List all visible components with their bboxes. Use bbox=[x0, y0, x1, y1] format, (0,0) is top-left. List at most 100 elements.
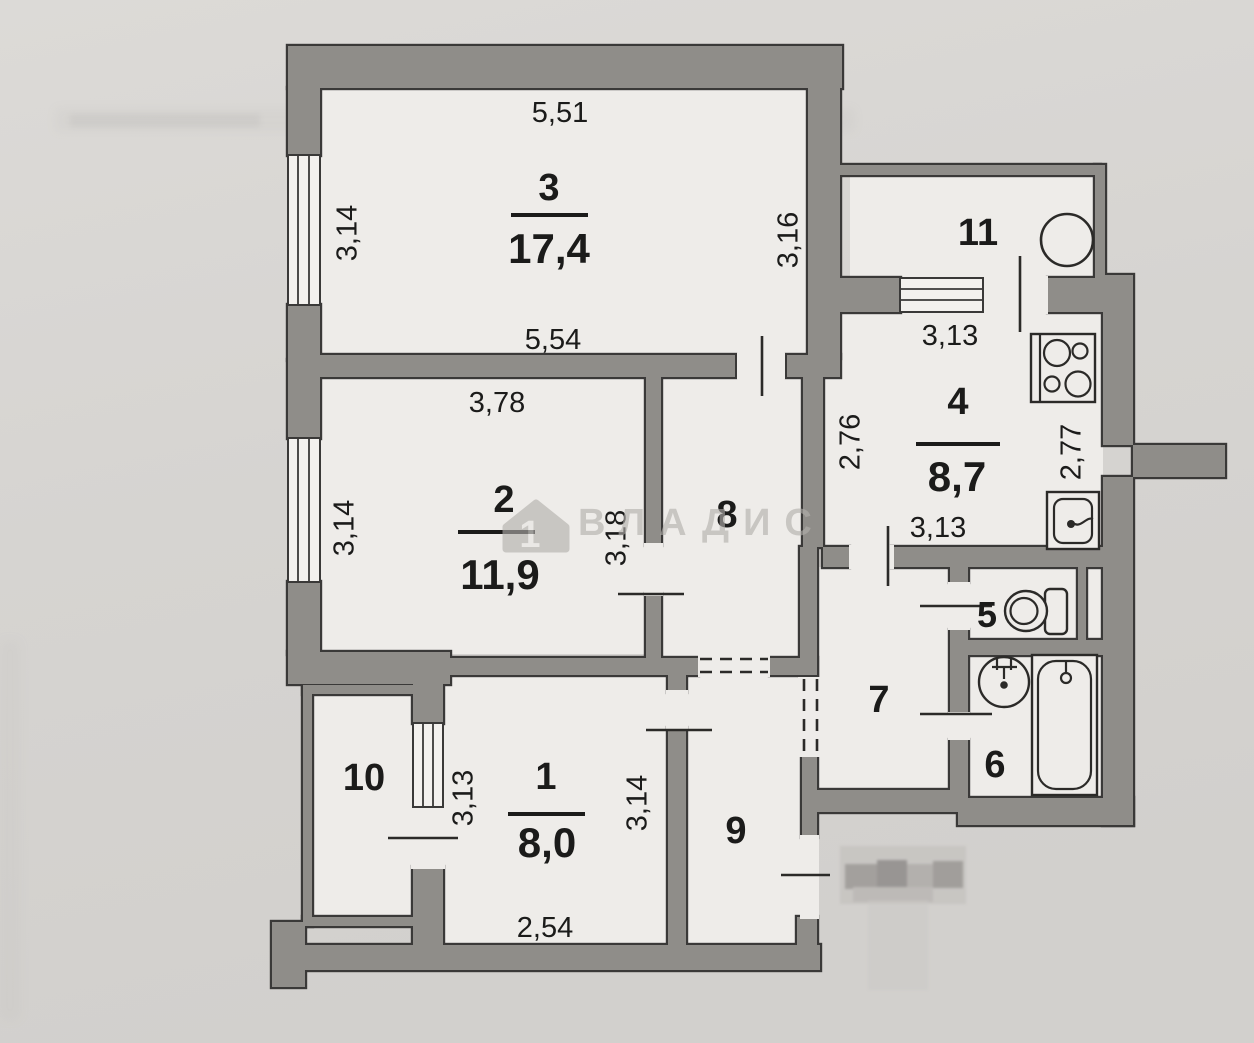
room1-dim-right: 3,14 bbox=[622, 775, 654, 831]
wall-segment bbox=[413, 654, 443, 723]
room9-number: 9 bbox=[725, 810, 746, 852]
room11-number: 11 bbox=[958, 212, 998, 254]
wall-segment bbox=[1048, 278, 1107, 312]
wall-segment bbox=[1095, 165, 1105, 278]
wall-segment bbox=[817, 790, 967, 812]
room4-dim-bottom: 3,13 bbox=[910, 512, 966, 544]
wall-segment bbox=[808, 88, 840, 358]
wall-segment bbox=[413, 867, 443, 947]
house-icon bbox=[502, 499, 570, 553]
wall-segment bbox=[800, 547, 817, 675]
window-room3-left bbox=[287, 154, 321, 306]
wall-segment bbox=[646, 377, 661, 545]
wall-segment bbox=[802, 757, 817, 837]
room4-number: 4 bbox=[947, 381, 968, 423]
room-interior bbox=[661, 377, 803, 658]
wall-segment bbox=[303, 945, 820, 970]
door-opening bbox=[800, 835, 819, 919]
room-interior bbox=[443, 675, 668, 947]
door-opening bbox=[666, 690, 688, 730]
room10-number: 10 bbox=[343, 757, 385, 799]
room1-dim-left: 3,13 bbox=[448, 770, 480, 826]
room-interior bbox=[817, 567, 950, 790]
wall-segment bbox=[272, 922, 305, 987]
room3-dim-bottom: 5,54 bbox=[525, 324, 581, 356]
room4-area: 8,7 bbox=[928, 453, 986, 500]
room4-dim-top: 3,13 bbox=[922, 320, 978, 352]
wall-segment bbox=[646, 594, 661, 658]
wall-segment bbox=[668, 673, 686, 692]
room4-dim-left: 2,76 bbox=[835, 414, 867, 470]
watermark: 1 ВЛАДИС bbox=[502, 499, 826, 556]
scan-artifact bbox=[0, 640, 20, 1020]
room8-number: 8 bbox=[716, 494, 737, 536]
room3-dim-top: 5,51 bbox=[532, 97, 588, 129]
wall-segment bbox=[1103, 275, 1133, 445]
wall-segment bbox=[823, 547, 849, 567]
room-interior bbox=[850, 175, 1095, 278]
wall-segment bbox=[288, 360, 320, 438]
room7-number: 7 bbox=[868, 679, 889, 721]
room3-number: 3 bbox=[538, 167, 559, 209]
room-interior bbox=[320, 377, 646, 654]
room3-dim-left: 3,14 bbox=[332, 205, 364, 261]
window-room2-left bbox=[287, 437, 321, 583]
wall-segment bbox=[1078, 565, 1086, 640]
room2-dim-right: 3,18 bbox=[601, 510, 633, 566]
window-kitchen-balcony bbox=[899, 277, 984, 313]
kitchen-sink-icon bbox=[1045, 490, 1101, 551]
window-room1-balcony bbox=[412, 722, 444, 808]
room1-area: 8,0 bbox=[518, 819, 576, 866]
room2-number: 2 bbox=[493, 479, 514, 521]
room2-dim-top: 3,78 bbox=[469, 387, 525, 419]
wall-segment bbox=[950, 740, 968, 798]
wall-segment bbox=[892, 547, 1105, 567]
watermark-logo-digit: 1 bbox=[519, 514, 554, 556]
wall-segment bbox=[303, 685, 312, 926]
room-interior bbox=[320, 88, 808, 358]
wall-segment bbox=[803, 377, 823, 547]
door-opening bbox=[644, 543, 663, 596]
wall-segment bbox=[840, 165, 1100, 175]
wall-segment bbox=[797, 917, 817, 950]
wall-segment bbox=[787, 355, 840, 377]
wall-segment bbox=[288, 305, 320, 360]
dashed-opening-room8-room9 bbox=[700, 657, 768, 674]
door-opening bbox=[948, 712, 970, 740]
wall-segment bbox=[840, 278, 900, 312]
room3-area: 17,4 bbox=[508, 225, 590, 272]
toilet-icon bbox=[1003, 587, 1069, 636]
room5-number: 5 bbox=[977, 594, 997, 635]
room1-number: 1 bbox=[535, 756, 556, 798]
wall-segment bbox=[288, 582, 320, 654]
wall-segment bbox=[443, 658, 698, 675]
door-opening bbox=[798, 677, 821, 757]
door-opening bbox=[698, 654, 770, 677]
wall-segment bbox=[958, 798, 1133, 825]
watermark-text: ВЛАДИС bbox=[578, 502, 826, 544]
dashed-opening-room9-room7 bbox=[802, 679, 819, 755]
wall-segment bbox=[965, 640, 1105, 655]
room4-dim-right: 2,77 bbox=[1056, 424, 1088, 480]
room-interior bbox=[312, 694, 413, 917]
room2-dim-left: 3,14 bbox=[329, 500, 361, 556]
wall-segment bbox=[950, 567, 968, 582]
stove-icon bbox=[1029, 332, 1097, 404]
wall-segment bbox=[668, 728, 686, 948]
washbasin-icon bbox=[977, 655, 1031, 709]
wall-segment bbox=[1133, 445, 1225, 477]
wall-segment bbox=[950, 630, 968, 712]
wall-segment bbox=[320, 355, 735, 377]
door-opening bbox=[983, 276, 1048, 314]
round-table-icon bbox=[1039, 212, 1095, 268]
room3-dim-right: 3,16 bbox=[773, 212, 805, 268]
room1-dim-bottom: 2,54 bbox=[517, 912, 573, 944]
wall-layer bbox=[272, 46, 1225, 987]
wall-segment bbox=[1103, 477, 1133, 825]
door-opening bbox=[849, 545, 894, 569]
wall-segment bbox=[303, 917, 413, 926]
room2-area: 11,9 bbox=[460, 551, 539, 598]
wall-segment bbox=[288, 88, 320, 155]
scan-artifact bbox=[70, 114, 260, 127]
